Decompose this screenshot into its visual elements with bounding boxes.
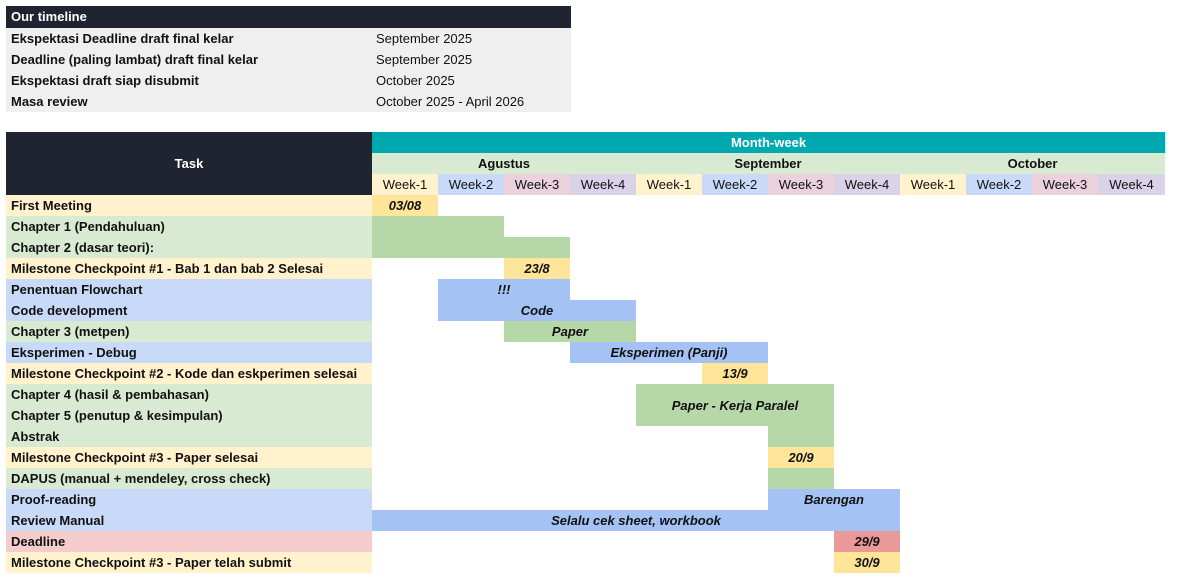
week-header: Week-4 — [834, 174, 900, 195]
code-development-bar[interactable]: Code — [438, 300, 636, 321]
week-header: Week-4 — [570, 174, 636, 195]
week-header: Week-4 — [1098, 174, 1165, 195]
dapus-bar[interactable] — [768, 468, 834, 489]
timeline-row[interactable]: Deadline (paling lambat) draft final kel… — [6, 49, 571, 70]
task-row-label[interactable]: Chapter 4 (hasil & pembahasan) — [6, 384, 372, 405]
task-row-label[interactable]: Eksperimen - Debug — [6, 342, 372, 363]
timeline-row-value: September 2025 — [376, 31, 473, 46]
task-row-label[interactable]: Code development — [6, 300, 372, 321]
task-row-label[interactable]: Chapter 3 (metpen) — [6, 321, 372, 342]
milestone1-bar[interactable]: 23/8 — [504, 258, 570, 279]
milestone2-bar[interactable]: 13/9 — [702, 363, 768, 384]
timeline-row-value: October 2025 — [376, 73, 455, 88]
week-header: Week-2 — [702, 174, 768, 195]
milestone3-bar[interactable]: 20/9 — [768, 447, 834, 468]
chapter2-bar[interactable] — [372, 237, 570, 258]
task-column-header: Task — [6, 132, 372, 195]
task-row-label[interactable]: Milestone Checkpoint #3 - Paper telah su… — [6, 552, 372, 573]
week-header: Week-3 — [504, 174, 570, 195]
timeline-row-label: Ekspektasi Deadline draft final kelar — [11, 31, 234, 46]
timeline-row-label: Deadline (paling lambat) draft final kel… — [11, 52, 259, 67]
eksperimen-bar[interactable]: Eksperimen (Panji) — [570, 342, 768, 363]
task-row-label[interactable]: Review Manual — [6, 510, 372, 531]
abstrak-bar[interactable] — [768, 426, 834, 447]
task-row-label[interactable]: First Meeting — [6, 195, 372, 216]
task-row-label[interactable]: DAPUS (manual + mendeley, cross check) — [6, 468, 372, 489]
task-row-label[interactable]: Milestone Checkpoint #3 - Paper selesai — [6, 447, 372, 468]
chapter1-bar[interactable] — [372, 216, 504, 237]
task-row-label[interactable]: Milestone Checkpoint #2 - Kode dan eskpe… — [6, 363, 372, 384]
task-row-label[interactable]: Deadline — [6, 531, 372, 552]
week-header: Week-2 — [966, 174, 1032, 195]
task-row-label[interactable]: Chapter 2 (dasar teori): — [6, 237, 372, 258]
month-header-agustus: Agustus — [372, 153, 636, 174]
deadline-bar[interactable]: 29/9 — [834, 531, 900, 552]
submit-milestone-bar[interactable]: 30/9 — [834, 552, 900, 573]
chapter4-5-bar[interactable]: Paper - Kerja Paralel — [636, 384, 834, 426]
week-header: Week-1 — [372, 174, 438, 195]
task-row-label[interactable]: Chapter 5 (penutup & kesimpulan) — [6, 405, 372, 426]
timeline-row-value: October 2025 - April 2026 — [376, 94, 525, 109]
week-header: Week-3 — [1032, 174, 1098, 195]
flowchart-bar[interactable]: !!! — [438, 279, 570, 300]
timeline-row[interactable]: Ekspektasi Deadline draft final kelar Se… — [6, 28, 571, 49]
month-header-september: September — [636, 153, 900, 174]
timeline-row-label: Ekspektasi draft siap disubmit — [11, 73, 199, 88]
week-header: Week-1 — [900, 174, 966, 195]
task-row-label[interactable]: Proof-reading — [6, 489, 372, 510]
task-row-label[interactable]: Milestone Checkpoint #1 - Bab 1 dan bab … — [6, 258, 372, 279]
chapter3-bar[interactable]: Paper — [504, 321, 636, 342]
timeline-row[interactable]: Masa review October 2025 - April 2026 — [6, 91, 571, 112]
timeline-row[interactable]: Ekspektasi draft siap disubmit October 2… — [6, 70, 571, 91]
first-meeting-bar[interactable]: 03/08 — [372, 195, 438, 216]
timeline-title: Our timeline — [6, 6, 571, 28]
timeline-row-label: Masa review — [11, 94, 88, 109]
month-header-october: October — [900, 153, 1165, 174]
week-header: Week-1 — [636, 174, 702, 195]
week-header: Week-3 — [768, 174, 834, 195]
month-week-header: Month-week — [372, 132, 1165, 153]
task-row-label[interactable]: Abstrak — [6, 426, 372, 447]
review-manual-bar[interactable]: Selalu cek sheet, workbook — [372, 510, 900, 531]
timeline-row-value: September 2025 — [376, 52, 473, 67]
week-header: Week-2 — [438, 174, 504, 195]
proofreading-bar[interactable]: Barengan — [768, 489, 900, 510]
task-row-label[interactable]: Penentuan Flowchart — [6, 279, 372, 300]
task-row-label[interactable]: Chapter 1 (Pendahuluan) — [6, 216, 372, 237]
